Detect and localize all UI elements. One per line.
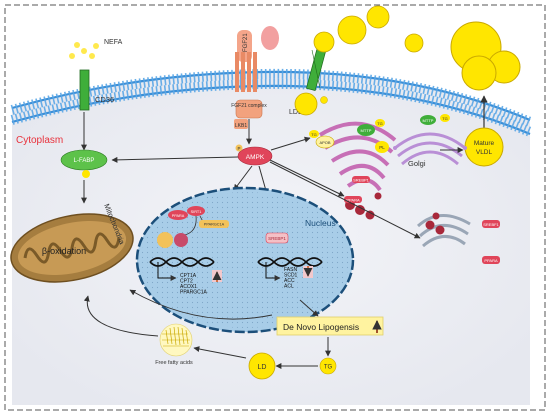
- lipogenesis-gene-3: ACL: [284, 284, 294, 290]
- mttp-protein: [357, 124, 375, 136]
- oxidation-gene-1: CPT2: [180, 279, 193, 285]
- fgf21-label: FGF21: [243, 33, 249, 52]
- srebf1-label: SREBF1: [483, 222, 499, 227]
- fgf21-complex-label: FGF21 complex: [231, 103, 267, 109]
- ldlr-label: LDLR: [289, 109, 307, 116]
- oxidation-gene-2: ACOX1: [180, 284, 197, 290]
- lipid-droplet-label: LD: [258, 364, 267, 371]
- small-lipid-droplet: [320, 96, 328, 104]
- lkb1-label: LKB1: [235, 123, 247, 129]
- srebp1-nucleus: [265, 232, 289, 244]
- lfabp-label: L-FABP: [74, 158, 95, 164]
- free-fatty-acids-label: Free fatty acids: [155, 360, 193, 366]
- ampk-to-golgi-arrow: [269, 161, 421, 239]
- nefa-particles: [69, 42, 99, 59]
- tg-label-entry: TG: [311, 132, 317, 137]
- ppara-cyto-label: PPARA: [484, 258, 498, 263]
- nuclear-receptor-complex: [157, 232, 188, 248]
- dna-lipogenesis-genes: [257, 257, 323, 267]
- ampk-to-lfabp-arrow: [111, 156, 239, 163]
- ppara-nucleus: [168, 210, 188, 220]
- nucleus-to-dnl-arrow: [299, 299, 319, 317]
- mttp-label: MTTP: [361, 128, 372, 133]
- golgi-apparatus: [393, 132, 467, 166]
- mttp-protein-golgi: [420, 115, 436, 125]
- tg-lipid-entry: [309, 130, 319, 138]
- lfabp-lipid: [82, 170, 90, 178]
- oxidation-gene-3: PPARGC1A: [180, 290, 208, 296]
- ppara-nucleus-label: PPARA: [172, 214, 185, 218]
- internalized-lipoprotein: [294, 92, 318, 116]
- phospho-badge: [235, 144, 243, 152]
- fgf21-receptor: [235, 26, 279, 92]
- mature-vldl-label-2: VLDL: [476, 149, 493, 156]
- tg-lipid-er: [375, 119, 385, 127]
- cd36-transporter: [79, 69, 90, 111]
- ampk-node: [237, 146, 273, 166]
- pl-label: PL: [379, 145, 385, 150]
- beta-oxidation-label: β-oxidation: [42, 246, 86, 256]
- ppara-cyto-node: [482, 256, 500, 264]
- lipogenesis-gene-0: FASN: [284, 267, 297, 273]
- mitochondrion: [10, 213, 134, 283]
- ampk-to-ppara-arrow: [269, 159, 345, 197]
- srebp1-er: [352, 176, 370, 183]
- sirt1-label: SIRT1: [191, 210, 202, 214]
- ppargc1a-node: [199, 220, 229, 228]
- lfabp-node: [60, 149, 108, 171]
- pl-lipid: [375, 141, 389, 153]
- ppara-er-label: PPARA: [346, 198, 360, 203]
- phospho-label: P: [237, 146, 240, 151]
- ampk-to-er-arrow: [270, 136, 311, 151]
- ppargc1a-label: PPARGC1A: [204, 223, 225, 227]
- nefa-label: NEFA: [104, 39, 123, 46]
- tg-droplet: [319, 357, 337, 375]
- oxidation-gene-0: CPT1A: [180, 273, 197, 279]
- nucleus-texture: [141, 192, 349, 328]
- de-novo-lipogenesis-box: [276, 316, 384, 336]
- ampk-to-nucleus-arrow: [233, 165, 253, 191]
- free-fatty-acids-icon: [159, 323, 193, 357]
- tg-droplet-label: TG: [324, 365, 333, 371]
- mature-vldl-label-1: Mature: [474, 140, 495, 147]
- cytoplasm-label: Cytoplasm: [16, 135, 63, 146]
- golgi-label: Golgi: [408, 159, 426, 168]
- mttp-label-golgi: MTTP: [423, 118, 434, 123]
- srebp1-nucleus-label: SREBP1: [268, 236, 286, 241]
- tg-lipid-golgi: [440, 114, 450, 122]
- lipogenesis-transcription-arrow: [265, 262, 281, 281]
- sirt1-node: [187, 206, 205, 216]
- oxidation-transcription-arrow: [157, 262, 177, 281]
- cd36-label: CD36: [95, 95, 114, 104]
- lkb1-box: [234, 119, 248, 129]
- nucleus-to-mito-arrow: [129, 289, 273, 320]
- apob-protein: [315, 135, 335, 149]
- fgf21-complex-box: [235, 99, 263, 119]
- lipid-droplet: [248, 352, 276, 380]
- lipoprotein-particle: [313, 31, 335, 53]
- tg-label-er: TG: [377, 121, 383, 126]
- srebp1-er-label: SREBP1: [353, 178, 370, 183]
- lipogenesis-gene-1: SCD1: [284, 273, 298, 279]
- dna-oxidation-genes: [149, 257, 215, 267]
- srebf1-node: [482, 220, 500, 228]
- tg-label-golgi: TG: [442, 116, 448, 121]
- cell-membrane: [10, 68, 532, 137]
- mature-vldl-node: [464, 127, 504, 167]
- ampk-label: AMPK: [246, 154, 265, 161]
- ld-to-ffa-arrow: [193, 346, 247, 359]
- apob-label: APOB: [319, 140, 330, 145]
- extracellular-vldl: [337, 5, 521, 91]
- ffa-to-mito-arrow: [83, 295, 159, 337]
- lipogenesis-gene-2: ACC: [284, 278, 295, 284]
- secondary-golgi: [416, 212, 471, 248]
- de-novo-lipogenesis-label: De Novo Lipogensis: [283, 322, 359, 332]
- nucleus-label: Nucleus: [305, 218, 336, 228]
